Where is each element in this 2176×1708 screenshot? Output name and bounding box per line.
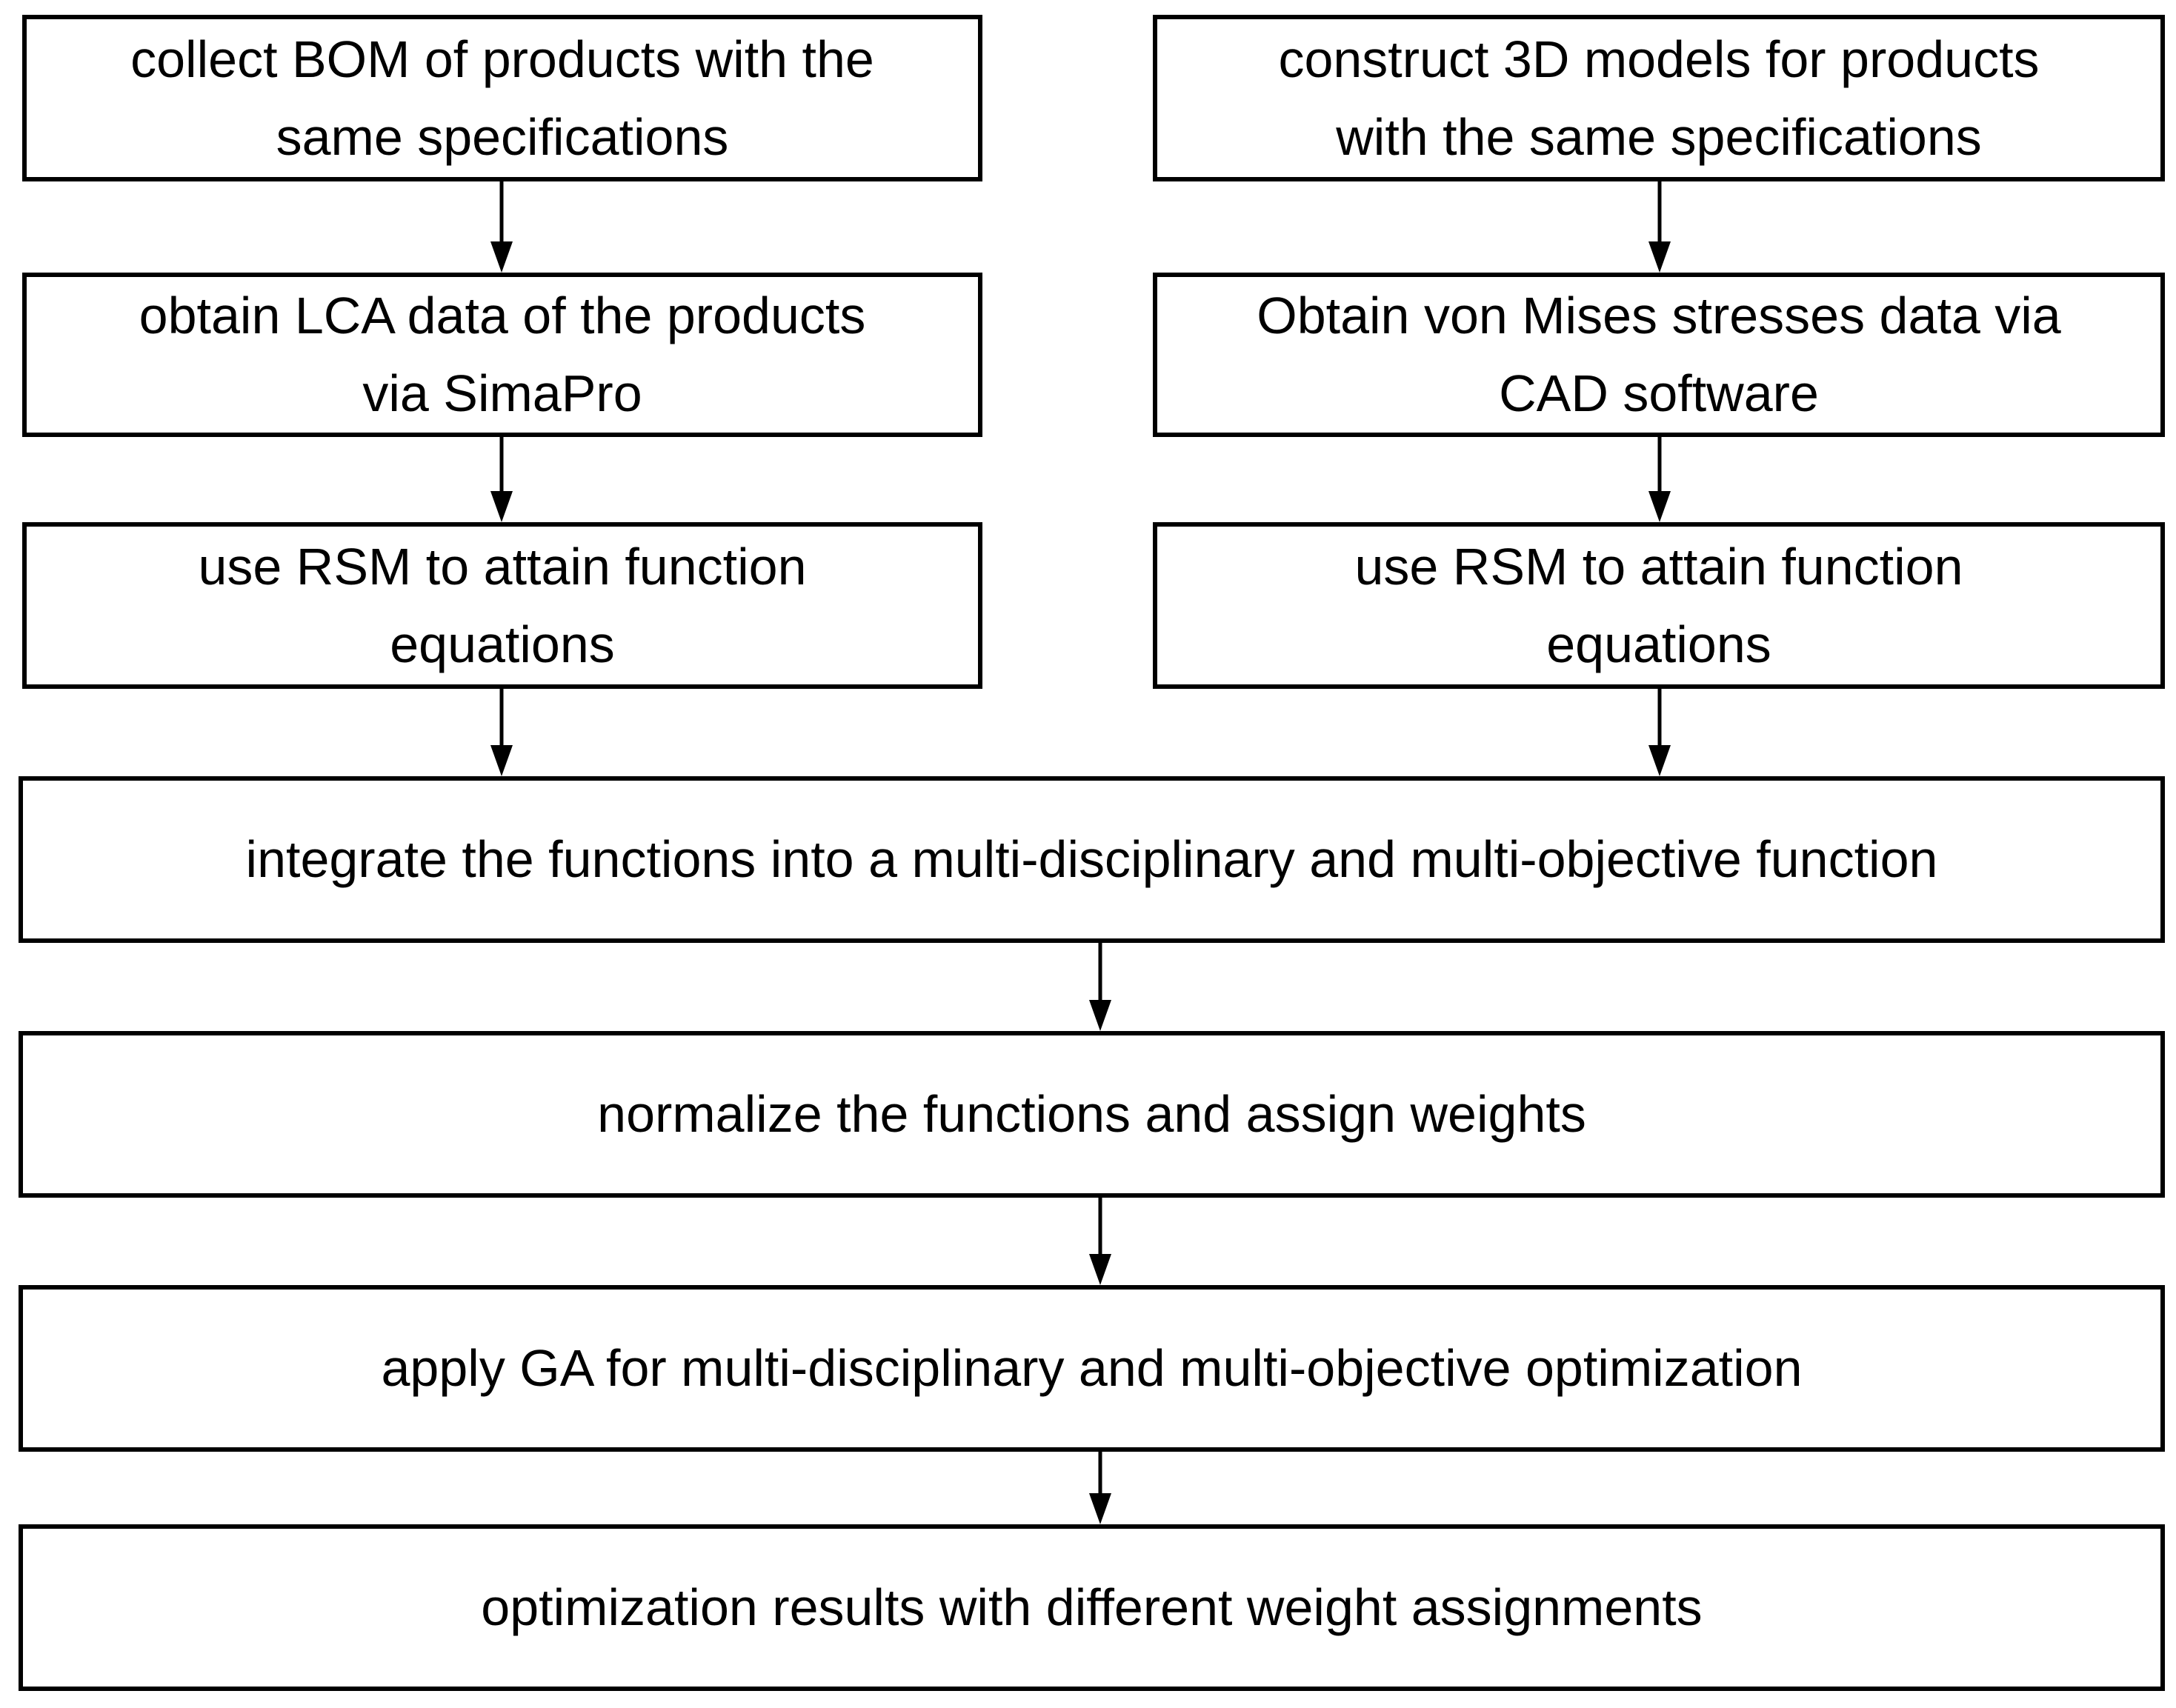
arrow-down-icon: [490, 745, 513, 776]
arrow-down-icon: [490, 491, 513, 522]
flow-arrow-vonmises-to-rsm-right: [1643, 437, 1676, 522]
arrow-shaft: [1657, 181, 1662, 249]
box-apply-ga-optimization: apply GA for multi-disciplinary and mult…: [19, 1285, 2165, 1452]
box-label: collect BOM of products with the same sp…: [130, 30, 874, 166]
arrow-shaft: [499, 437, 504, 498]
arrow-down-icon: [1648, 491, 1671, 522]
box-obtain-von-mises-stresses: Obtain von Mises stresses data via CAD s…: [1153, 273, 2165, 437]
flow-arrow-ga-to-results: [1084, 1452, 1117, 1524]
arrow-down-icon: [1089, 1000, 1111, 1031]
box-integrate-functions: integrate the functions into a multi-dis…: [19, 776, 2165, 943]
arrow-shaft: [1657, 437, 1662, 498]
box-label: Obtain von Mises stresses data via CAD s…: [1257, 287, 2061, 422]
box-rsm-function-equations-right: use RSM to attain function equations: [1153, 522, 2165, 689]
flow-arrow-lca-to-rsm-left: [485, 437, 518, 522]
flow-arrow-3dmodels-to-vonmises: [1643, 181, 1676, 273]
box-label: obtain LCA data of the products via Sima…: [139, 287, 866, 422]
arrow-shaft: [1098, 1452, 1102, 1501]
flow-arrow-rsm-left-to-integrate: [485, 689, 518, 776]
arrow-shaft: [1098, 1198, 1102, 1261]
arrow-shaft: [499, 689, 504, 753]
box-label: integrate the functions into a multi-dis…: [245, 830, 1938, 888]
flow-arrow-integrate-to-normalize: [1084, 943, 1117, 1031]
flow-arrow-rsm-right-to-integrate: [1643, 689, 1676, 776]
box-label: use RSM to attain function equations: [198, 537, 807, 673]
box-label: use RSM to attain function equations: [1354, 537, 1963, 673]
arrow-down-icon: [1648, 241, 1671, 273]
arrow-shaft: [1098, 943, 1102, 1007]
box-label: apply GA for multi-disciplinary and mult…: [381, 1339, 1803, 1397]
box-normalize-assign-weights: normalize the functions and assign weigh…: [19, 1031, 2165, 1198]
box-optimization-results: optimization results with different weig…: [19, 1524, 2165, 1691]
arrow-down-icon: [1648, 745, 1671, 776]
arrow-down-icon: [1089, 1493, 1111, 1524]
arrow-shaft: [1657, 689, 1662, 753]
arrow-shaft: [499, 181, 504, 249]
box-obtain-lca-data: obtain LCA data of the products via Sima…: [22, 273, 982, 437]
box-construct-3d-models: construct 3D models for products with th…: [1153, 15, 2165, 181]
box-collect-bom: collect BOM of products with the same sp…: [22, 15, 982, 181]
arrow-down-icon: [490, 241, 513, 273]
flow-arrow-collect-to-lca: [485, 181, 518, 273]
box-label: construct 3D models for products with th…: [1278, 30, 2040, 166]
flow-arrow-normalize-to-ga: [1084, 1198, 1117, 1285]
box-label: normalize the functions and assign weigh…: [597, 1085, 1586, 1143]
arrow-down-icon: [1089, 1254, 1111, 1285]
box-rsm-function-equations-left: use RSM to attain function equations: [22, 522, 982, 689]
box-label: optimization results with different weig…: [481, 1578, 1703, 1636]
